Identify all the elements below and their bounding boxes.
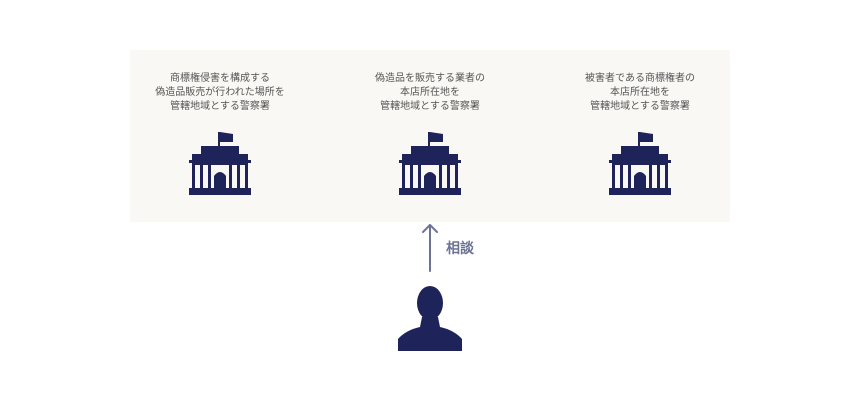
arrow-up-icon (422, 224, 438, 272)
police-station-icon (399, 132, 461, 195)
police-station-icon (189, 132, 251, 195)
police-stations-panel: 商標権侵害を構成する 偽造品販売が行われた場所を 管轄地域とする警察署 (130, 50, 730, 222)
consult-label: 相談 (446, 241, 474, 257)
station-label-line: 偽造品販売が行われた場所を (155, 87, 285, 98)
police-station-sales-location: 商標権侵害を構成する 偽造品販売が行われた場所を 管轄地域とする警察署 (130, 50, 310, 222)
police-station-icon (609, 132, 671, 195)
station-label-line: 本店所在地を (400, 87, 460, 98)
station-label-line: 本店所在地を (610, 87, 670, 98)
police-station-rightsholder-hq: 被害者である商標権者の 本店所在地を 管轄地域とする警察署 (550, 50, 730, 222)
station-label-line: 被害者である商標権者の (585, 73, 695, 84)
station-label-line: 商標権侵害を構成する (170, 73, 270, 84)
station-label-line: 管轄地域とする警察署 (170, 101, 270, 112)
station-label-line: 偽造品を販売する業者の (375, 73, 485, 84)
person-icon (398, 286, 462, 351)
police-station-seller-hq: 偽造品を販売する業者の 本店所在地を 管轄地域とする警察署 (340, 50, 520, 222)
station-label-line: 管轄地域とする警察署 (380, 101, 480, 112)
station-label: 偽造品を販売する業者の 本店所在地を 管轄地域とする警察署 (340, 72, 520, 114)
station-label-line: 管轄地域とする警察署 (590, 101, 690, 112)
station-label: 商標権侵害を構成する 偽造品販売が行われた場所を 管轄地域とする警察署 (130, 72, 310, 114)
station-label: 被害者である商標権者の 本店所在地を 管轄地域とする警察署 (550, 72, 730, 114)
